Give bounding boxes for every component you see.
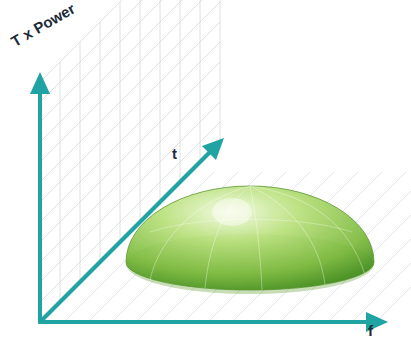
grid-line: [40, 22, 220, 202]
grid-line: [58, 304, 405, 305]
axis-label: T x Power: [9, 1, 78, 49]
axis-lines: [30, 72, 388, 332]
grid-line: [184, 178, 405, 179]
grid-line: [40, 2, 220, 182]
grid-line: [40, 0, 220, 162]
axis-label: f: [368, 323, 373, 338]
grid-line: [140, 0, 141, 222]
floor-grid: [58, 172, 411, 322]
grid-line: [180, 0, 181, 182]
axis-label: t: [172, 146, 177, 161]
grid-line: [160, 0, 161, 202]
grid-line: [40, 0, 220, 142]
grid-line: [200, 0, 201, 162]
grid-line: [376, 172, 411, 322]
dome-shape: [126, 186, 374, 294]
grid-line: [220, 0, 221, 142]
